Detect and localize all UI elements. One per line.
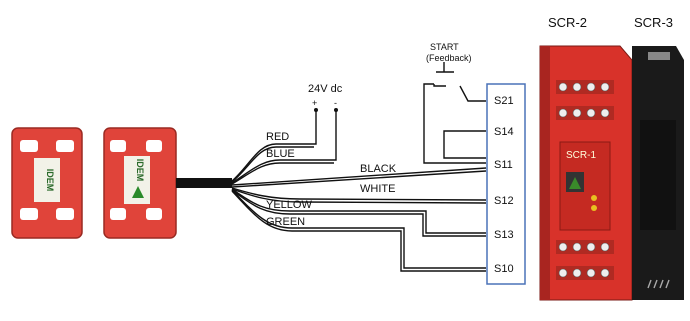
supply-voltage-label: 24V dc <box>308 83 343 95</box>
feedback-label: (Feedback) <box>426 53 472 63</box>
wire-label-black: BLACK <box>360 163 397 175</box>
terminal-s11: S11 <box>494 159 513 171</box>
cable-bundle <box>176 178 232 188</box>
supply-plus-label: + <box>312 98 317 108</box>
supply-terminals: + - 24V dc <box>308 83 343 112</box>
terminal-strip: S21 S14 S11 S12 S13 S10 <box>486 83 526 285</box>
terminal-s14: S14 <box>494 126 514 138</box>
scr2-module: SCR-1 <box>539 45 633 301</box>
scr1-face-label: SCR-1 <box>566 150 596 161</box>
scr2-title: SCR-2 <box>548 15 587 30</box>
wire-label-white: WHITE <box>360 183 395 195</box>
sensor-brand-label: IDEM <box>135 159 145 182</box>
wire-paths <box>231 62 487 272</box>
magnet-actuator: IDEM <box>11 127 83 239</box>
sensor-body: IDEM <box>103 127 177 239</box>
terminal-s10: S10 <box>494 263 514 275</box>
supply-minus-label: - <box>334 98 337 108</box>
start-label: START <box>430 42 459 52</box>
scr3-housing <box>632 46 684 300</box>
terminal-s12: S12 <box>494 195 514 207</box>
actuator-brand-label: IDEM <box>45 169 55 192</box>
terminal-s21: S21 <box>494 95 514 107</box>
wire-label-yellow: YELLOW <box>266 199 312 211</box>
scr3-title: SCR-3 <box>634 15 673 30</box>
wire-label-blue: BLUE <box>266 148 295 160</box>
terminal-s13: S13 <box>494 229 514 241</box>
wire-label-green: GREEN <box>266 216 305 228</box>
wire-label-red: RED <box>266 131 289 143</box>
